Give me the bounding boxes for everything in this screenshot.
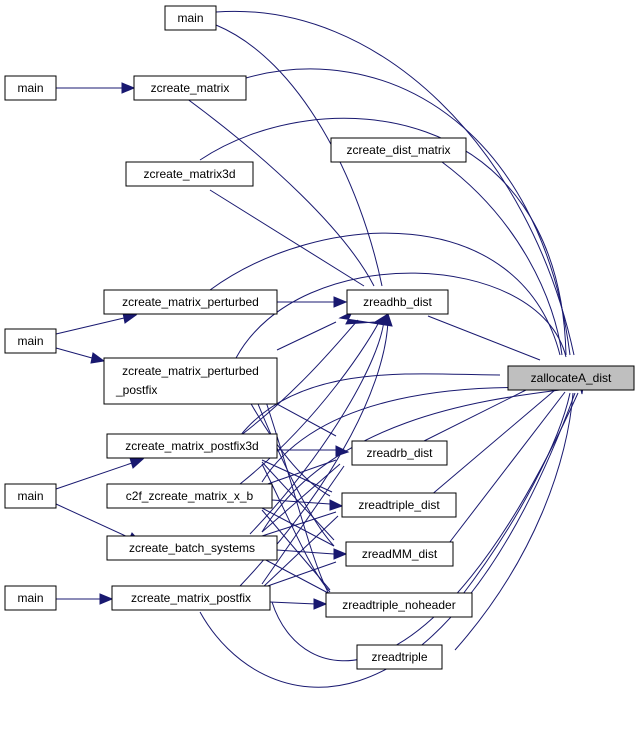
edge-main-top-zreadhb [215, 24, 383, 287]
edge-zcreate-dist-matrix-zallocate [441, 161, 563, 356]
edge-main-zcreate-matrix-postfix3d [55, 462, 133, 490]
node-label: zcreate_batch_systems [129, 541, 255, 555]
node-zcreate-matrix-postfix3d[interactable]: zcreate_matrix_postfix3d [106, 433, 278, 459]
edge-zcreate-matrix-postfix-zallocate [199, 392, 576, 688]
edge-zcreate-matrix-postfix-zreadMM [261, 561, 337, 589]
graph-nodes: main main zcreate_matrix zcreate_dist_ma… [4, 5, 635, 670]
edge-zcreate-batch-systems-zreadMM [276, 549, 335, 555]
node-label: zreadMM_dist [362, 547, 438, 561]
node-label: _postfix [115, 383, 157, 397]
edge-zreadhb-zallocate [427, 315, 541, 361]
edge-zcreate-batch-systems-zreadtriple-noheader [261, 557, 331, 595]
node-zreadhb-dist[interactable]: zreadhb_dist [346, 289, 449, 315]
zreadtriple-noheader-arrowheads [313, 598, 328, 610]
edge-main-top-zallocate [215, 10, 575, 356]
zreadtriple-arrowheads [329, 499, 344, 511]
edge-arrowhead [121, 82, 136, 94]
edge-zcreate-matrix-perturbed-postfix-zreadMM [249, 383, 335, 547]
node-label: c2f_zcreate_matrix_x_b [126, 489, 254, 503]
edge-zcreate-matrix-postfix3d-zreadhb [239, 319, 359, 437]
edge-c2f-zreadhb [239, 319, 381, 485]
edge-main-zcreate-batch-systems [55, 503, 131, 539]
edge-zcreate-matrix3d-zreadhb [209, 189, 365, 287]
node-main-3[interactable]: main [4, 328, 57, 354]
node-label: zallocateA_dist [531, 371, 612, 385]
node-main-2[interactable]: main [4, 75, 57, 101]
node-label: zreadtriple_dist [358, 498, 440, 512]
node-zcreate-matrix-postfix[interactable]: zcreate_matrix_postfix [111, 585, 271, 611]
edge-arrowhead [129, 457, 145, 469]
edge-c2f-zreadtriple [271, 499, 331, 505]
edge-zcreate-matrix-perturbed-postfix-zreadhb [276, 321, 337, 351]
node-label: main [17, 334, 43, 348]
node-zallocateA-dist[interactable]: zallocateA_dist [507, 365, 635, 391]
edge-zreadtriple-noheader-zallocate [459, 392, 571, 599]
edge-zcreate-matrix-postfix3d-zreadtriple-noheader [261, 463, 331, 593]
edge-arrowhead [333, 296, 348, 308]
node-label: zcreate_matrix_postfix3d [125, 439, 258, 453]
edge-zreadMM-zallocate [445, 391, 566, 548]
node-zcreate-batch-systems[interactable]: zcreate_batch_systems [106, 535, 278, 561]
edge-zcreate-batch-systems-zreadrb [261, 463, 341, 533]
edge-arrowhead [90, 352, 106, 364]
node-zreadrb-dist[interactable]: zreadrb_dist [351, 440, 448, 466]
node-zreadMM-dist[interactable]: zreadMM_dist [345, 541, 454, 567]
node-label: zcreate_dist_matrix [346, 143, 450, 157]
edge-zcreate-matrix-postfix-zreadtriple-noheader-direct [269, 601, 317, 605]
edge-zcreate-matrix-perturbed-postfix-zallocate [235, 272, 567, 359]
edge-zcreate-matrix-zallocate [245, 68, 571, 356]
node-c2f-zcreate-matrix-x-b[interactable]: c2f_zcreate_matrix_x_b [106, 483, 273, 509]
edge-zcreate-batch-systems-zreadtriple [261, 511, 337, 537]
node-zreadtriple-dist[interactable]: zreadtriple_dist [341, 492, 457, 518]
edge-zcreate-matrix-perturbed-zallocate [209, 232, 561, 356]
edge-c2f-zreadMM [261, 507, 335, 547]
edge-zreadrb-zallocate [417, 387, 531, 445]
zreadrb-arrowheads [335, 445, 350, 457]
zreadMM-arrowheads [333, 548, 348, 560]
node-label: zreadhb_dist [363, 295, 432, 309]
node-main-4[interactable]: main [4, 483, 57, 509]
edge-zcreate-matrix-zreadhb [185, 97, 375, 287]
edge-main-zcreate-matrix-perturbed-postfix [55, 347, 93, 359]
edge-zreadtriple-zallocate [454, 392, 574, 651]
node-label: zcreate_matrix_perturbed [122, 295, 259, 309]
node-label: zcreate_matrix [151, 81, 230, 95]
edge-c2f-zreadtriple-noheader [261, 509, 331, 591]
edge-zreadtriple-dist-zallocate [429, 389, 556, 497]
node-label: zcreate_matrix_perturbed [122, 364, 259, 378]
node-label: zcreate_matrix_postfix [131, 591, 251, 605]
node-zreadtriple-noheader[interactable]: zreadtriple_noheader [325, 592, 473, 618]
edge-main-zcreate-matrix-perturbed [55, 317, 125, 335]
node-label: zreadtriple [371, 650, 427, 664]
node-main-5[interactable]: main [4, 585, 57, 611]
edge-zcreate-batch-systems-zreadhb [249, 319, 385, 535]
edge-zcreate-matrix-postfix-zreadrb [261, 465, 345, 585]
edge-zcreate-matrix-postfix-zreadtriple-noheader [271, 392, 579, 662]
node-zcreate-matrix-perturbed[interactable]: zcreate_matrix_perturbed [103, 289, 278, 315]
node-label: main [17, 81, 43, 95]
node-label: main [177, 11, 203, 25]
node-label: zcreate_matrix3d [143, 167, 235, 181]
node-label: main [17, 489, 43, 503]
edge-c2f-zreadrb [261, 459, 337, 487]
node-label: zreadrb_dist [366, 446, 433, 460]
edge-zcreate-matrix-postfix3d-zallocate [239, 373, 501, 437]
node-zcreate-dist-matrix[interactable]: zcreate_dist_matrix [330, 137, 467, 163]
edge-zcreate-matrix-postfix3d-zreadMM [261, 461, 335, 541]
node-label: zreadtriple_noheader [342, 598, 455, 612]
graph-edges [55, 10, 586, 688]
edge-arrowhead [99, 593, 114, 605]
edge-zcreate-matrix3d-zallocate [199, 117, 567, 356]
node-zcreate-matrix-perturbed-postfix[interactable]: zcreate_matrix_perturbed _postfix [103, 357, 278, 405]
node-main-top[interactable]: main [164, 5, 217, 31]
edge-zcreate-matrix-perturbed-postfix-zreadtriple-noheader [259, 383, 331, 597]
node-zreadtriple[interactable]: zreadtriple [356, 644, 443, 670]
node-zcreate-matrix[interactable]: zcreate_matrix [133, 75, 247, 101]
edge-zcreate-matrix-postfix3d-zreadtriple [261, 459, 333, 493]
node-label: main [17, 591, 43, 605]
node-zcreate-matrix3d[interactable]: zcreate_matrix3d [125, 161, 254, 187]
